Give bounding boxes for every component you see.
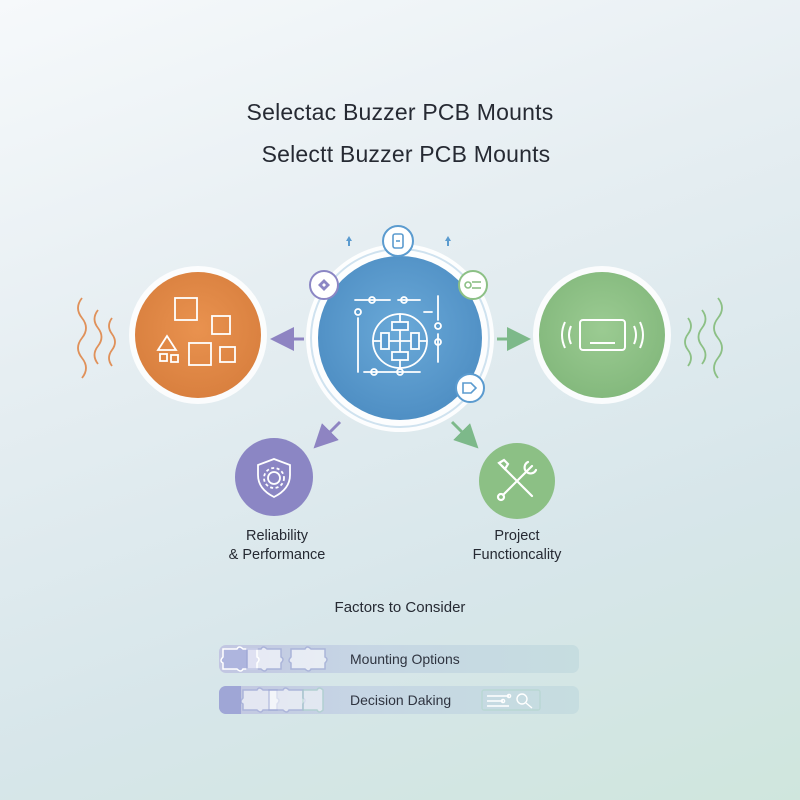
reliability-node <box>235 438 313 516</box>
device-icon <box>561 319 644 351</box>
vibration-lines-left <box>77 297 116 379</box>
circuit-icon <box>354 295 442 376</box>
functionality-node <box>479 443 555 519</box>
reliability-label-line1: Reliability <box>245 528 309 544</box>
functionality-label: Project Functioncality <box>437 527 597 565</box>
arrow-down-left <box>313 420 342 449</box>
functionality-label-line1: Project <box>494 528 540 544</box>
shapes-icon <box>156 297 236 366</box>
satellite-right-icon <box>458 270 488 300</box>
factor-bar-decision-daking: Decision Daking <box>219 686 579 714</box>
page-subtitle: Selectt Buzzer PCB Mounts <box>261 141 551 167</box>
vibration-lines-right <box>684 297 723 379</box>
circuit-node <box>306 225 494 432</box>
factor-label: Decision Daking <box>350 692 452 708</box>
magnifier-circuit-icon <box>481 689 541 711</box>
satellite-top-icon <box>382 225 414 257</box>
reliability-label: Reliability & Performance <box>197 527 357 565</box>
page-title: Selectac Buzzer PCB Mounts <box>246 99 554 125</box>
shield-gear-icon <box>257 458 291 499</box>
functionality-label-line2: Functioncality <box>472 547 562 563</box>
factor-label: Mounting Options <box>350 651 460 667</box>
shapes-node <box>129 266 267 404</box>
device-node <box>533 266 671 404</box>
satellite-left-icon <box>309 270 339 300</box>
reliability-label-line2: & Performance <box>228 547 326 563</box>
factors-title: Factors to Consider <box>334 599 466 616</box>
satellite-bottom-icon <box>455 373 485 403</box>
pin-icons <box>346 236 451 246</box>
puzzle-icon <box>220 646 328 672</box>
puzzle-icon <box>219 686 541 714</box>
arrow-down-right <box>450 420 479 449</box>
factor-bar-mounting-options: Mounting Options <box>219 645 579 673</box>
tools-icon <box>496 458 538 502</box>
